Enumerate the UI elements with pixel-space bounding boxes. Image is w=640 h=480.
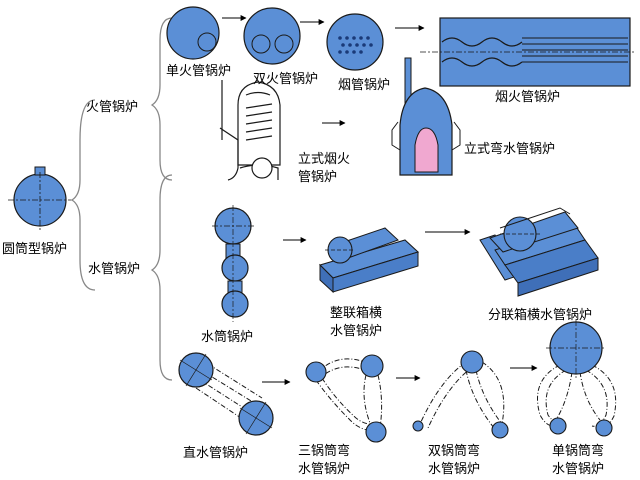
water-drum-boiler-icon (212, 205, 254, 322)
label-fire-tube: 火管锅炉 (86, 100, 139, 115)
label-vertical-smoke-fire-2: 管锅炉 (298, 170, 338, 185)
label-one-drum-2: 水管锅炉 (552, 462, 605, 477)
integral-header-boiler-icon (318, 227, 420, 294)
root-drum-icon (8, 166, 72, 230)
label-one-drum-1: 单锅筒弯 (552, 444, 605, 459)
label-root: 圆筒型锅炉 (2, 242, 68, 257)
label-double-fire: 双火管锅炉 (253, 72, 319, 87)
label-smoke-tube: 烟管锅炉 (338, 78, 391, 93)
split-header-boiler-icon (479, 207, 599, 297)
smoke-fire-tube-icon (420, 17, 635, 87)
label-single-fire: 单火管锅炉 (166, 64, 232, 79)
vertical-smoke-fire-tube-icon (219, 80, 281, 181)
label-two-drum-1: 双锅筒弯 (428, 444, 481, 459)
label-water-tube: 水管锅炉 (88, 262, 141, 277)
label-two-drum-2: 水管锅炉 (428, 462, 481, 477)
label-vertical-smoke-fire-1: 立式烟火 (298, 152, 351, 167)
one-drum-boiler-icon (537, 320, 617, 437)
label-smoke-fire: 烟火管锅炉 (495, 90, 561, 105)
fire-tube-brace (150, 17, 173, 181)
label-split-header: 分联箱横水管锅炉 (488, 308, 593, 323)
label-integral-header-2: 水管锅炉 (330, 324, 383, 339)
label-vertical-bent-water: 立式弯水管锅炉 (464, 142, 556, 157)
three-drum-boiler-icon (305, 354, 387, 443)
label-water-drum: 水筒锅炉 (201, 330, 254, 345)
label-integral-header-1: 整联箱横 (330, 306, 383, 321)
smoke-tube-icon (326, 13, 384, 71)
label-three-drum-2: 水管锅炉 (298, 462, 351, 477)
single-fire-tube-icon (166, 6, 220, 60)
label-three-drum-1: 三锅筒弯 (298, 444, 351, 459)
straight-water-tube-icon (178, 352, 274, 436)
label-straight-water: 直水管锅炉 (183, 446, 249, 461)
water-tube-brace (150, 174, 173, 381)
two-drum-boiler-icon (412, 350, 509, 439)
double-fire-tube-icon (243, 7, 301, 65)
vertical-bent-water-tube-icon (391, 57, 461, 176)
main-brace (70, 99, 96, 291)
